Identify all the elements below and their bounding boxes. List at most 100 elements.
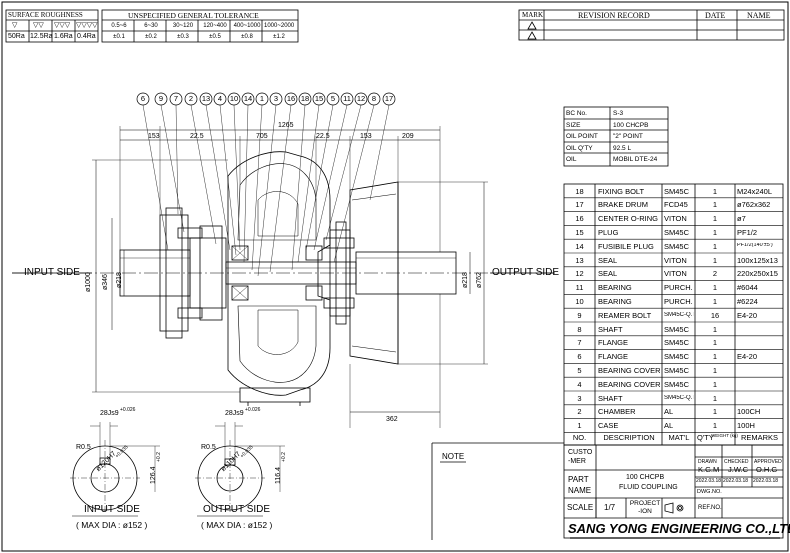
revision-name-header: NAME	[747, 11, 771, 20]
dim-dia-346: ø346	[102, 274, 109, 290]
callout-number: 11	[343, 94, 351, 103]
bom-cell: FCD45	[664, 201, 688, 209]
callout-balloon	[241, 92, 255, 106]
callout-balloon	[184, 92, 198, 106]
bom-cell: VITON	[664, 215, 687, 223]
bom-cell: AL	[664, 408, 674, 416]
ref-no-label: REF.NO.	[698, 505, 722, 511]
bom-cell: 1	[712, 394, 718, 402]
bom-cell: VITON	[664, 256, 687, 264]
dim-209: 209	[402, 133, 414, 140]
callout-number: 17	[384, 94, 394, 103]
bom-cell: 4	[577, 380, 582, 389]
dim-362: 362	[386, 416, 398, 423]
callout-balloon	[326, 92, 340, 106]
callout-leader	[257, 104, 277, 277]
callout-leader	[291, 104, 306, 271]
bom-cell: 1	[712, 353, 718, 361]
bom-header-cell: Q'TY	[697, 433, 714, 443]
bom-cell: 1	[712, 201, 718, 209]
note-label: NOTE	[442, 452, 465, 461]
tolerance-range: 1000~2000	[264, 23, 295, 29]
part-name-label: PART NAME	[568, 475, 592, 495]
bom-cell: 220x250x15	[737, 270, 778, 278]
input-detail-title: INPUT SIDE	[84, 504, 140, 515]
callout-leader	[305, 104, 334, 251]
callout-number: 12	[356, 94, 366, 103]
bom-cell: 2	[712, 270, 718, 278]
tolerance-range: 6~30	[144, 23, 158, 29]
tolerance-value: ±1.2	[273, 34, 285, 40]
bom-cell: 10	[575, 297, 584, 306]
callout-number: 13	[201, 94, 211, 103]
projection-label: PROJECT -ION	[629, 500, 661, 515]
callout-balloon	[227, 92, 241, 106]
input-radius: R0.5	[76, 444, 91, 451]
callout-leader	[325, 104, 362, 241]
callout-leader	[251, 104, 263, 271]
callout-leader	[175, 104, 179, 215]
bom-cell: 13	[575, 256, 584, 264]
tolerance-value: ±0.2	[145, 34, 157, 40]
bom-cell: 1	[577, 422, 582, 430]
callout-balloon	[298, 92, 312, 106]
bom-cell: 2	[577, 408, 582, 416]
callout-balloon	[367, 92, 381, 106]
output-depth: 116.4	[275, 467, 282, 484]
bom-cell: 16	[575, 215, 584, 223]
callout-number: 1	[259, 94, 265, 103]
bom-cell: FIXING BOLT	[598, 187, 645, 195]
bom-cell: 1	[712, 422, 718, 430]
bom-cell: 14	[575, 242, 584, 251]
bom-cell: 1	[712, 408, 718, 416]
bom-cell: BEARING	[598, 297, 632, 306]
bom-header-cell: DESCRIPTION	[603, 433, 655, 443]
checked-date: 2022.03.18	[723, 478, 749, 484]
bom-cell: SEAL	[598, 270, 618, 278]
bom-cell: SHAFT	[598, 325, 623, 333]
roughness-value: 50Ra	[8, 33, 25, 40]
tolerance-range: 30~120	[172, 23, 194, 29]
bom-cell: BEARING	[598, 284, 632, 292]
dim-dia-218-output: ø218	[462, 272, 469, 288]
checked-label: CHECKED	[724, 459, 749, 465]
bom-cell: 11	[575, 284, 584, 292]
bom-cell: SM45C	[664, 242, 690, 251]
spec-value: MOBIL DTE-24	[613, 156, 658, 163]
input-depth-tol: +0.2	[156, 452, 162, 462]
tolerance-range: 0.5~6	[111, 23, 127, 29]
output-keyway: 28Js9	[225, 410, 244, 417]
bom-cell: 6	[577, 353, 582, 361]
spec-key: OIL POINT	[566, 133, 598, 140]
tolerance-title: UNSPECIFIED GENERAL TOLERANCE	[128, 11, 259, 20]
dim-153-left: 153	[148, 133, 160, 140]
tolerance-value: ±0.1	[113, 34, 125, 40]
callout-number: 7	[173, 94, 179, 103]
dim-153-right: 153	[360, 133, 372, 140]
bom-cell: FLANGE	[598, 339, 629, 347]
dim-dia-1000: ø1000	[85, 272, 92, 292]
callout-leader	[219, 104, 237, 256]
callout-balloon	[312, 92, 326, 106]
spec-value: S-3	[613, 110, 624, 117]
output-radius: R0.5	[201, 444, 216, 451]
bom-cell: CASE	[598, 422, 619, 430]
bom-cell: 1	[712, 187, 718, 195]
approved-label: APPROVED	[754, 459, 782, 465]
spec-key: OIL Q'TY	[566, 145, 593, 152]
bom-cell: 1	[712, 325, 718, 333]
bom-cell: BRAKE DRUM	[598, 201, 649, 209]
bom-cell: 18	[575, 187, 584, 195]
bom-cell: PURCH.	[664, 297, 693, 306]
bom-cell: 17	[575, 201, 584, 209]
callout-leader	[205, 104, 231, 251]
part-name-line2: FLUID COUPLING	[619, 484, 678, 491]
bom-cell: SM45C	[664, 325, 690, 333]
part-name-line1: 100 CHCPB	[626, 474, 665, 481]
output-max-dia: ( MAX DIA : ø152 )	[201, 520, 273, 530]
callout-number: 6	[140, 94, 146, 103]
callout-balloon	[154, 92, 168, 106]
dim-22-5-right: 22.5	[316, 133, 330, 140]
callout-balloon	[213, 92, 227, 106]
